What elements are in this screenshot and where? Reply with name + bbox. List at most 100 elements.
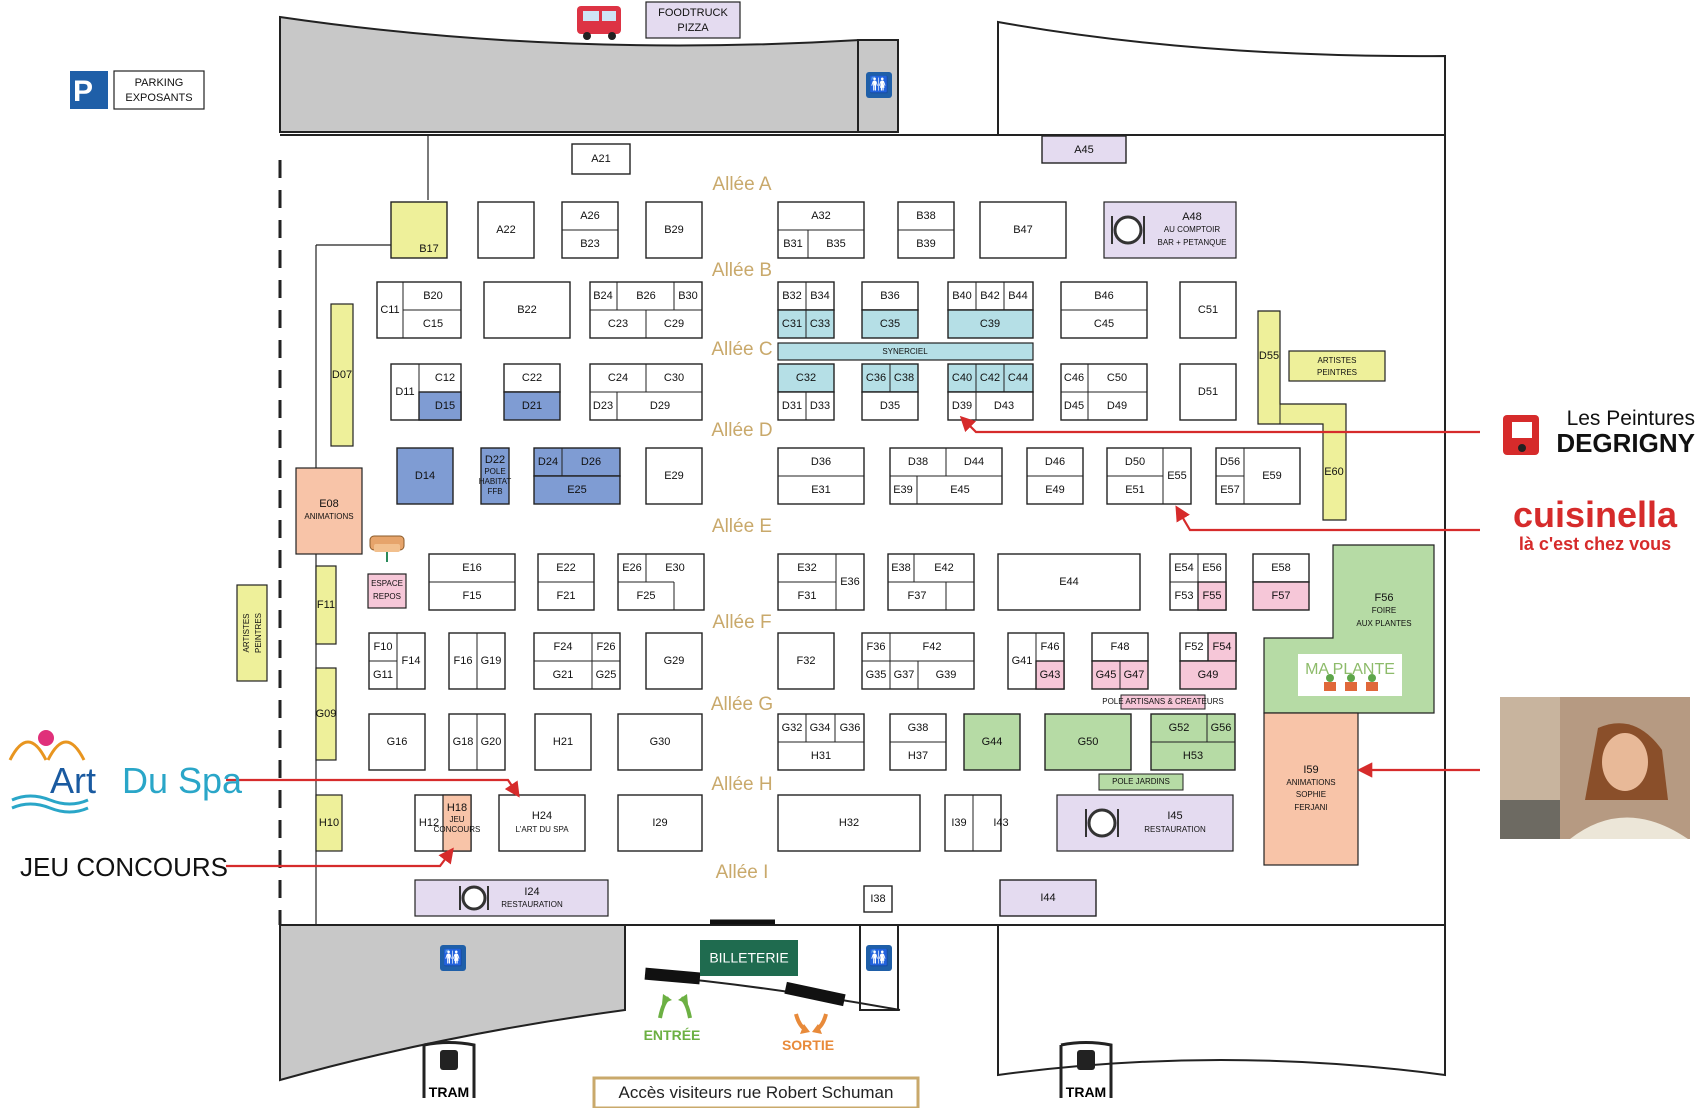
- degrigny-label: Les Peintures: [1567, 407, 1695, 430]
- stand-label: G44: [982, 736, 1003, 748]
- stand-label: D46: [1045, 456, 1065, 468]
- sponsor-artduspa: Art Du Spa: [8, 730, 243, 814]
- stand-label: D23: [593, 400, 613, 412]
- stand-label: C33: [810, 318, 830, 330]
- f56-label: FOIRE: [1372, 606, 1396, 615]
- stand-label: D36: [811, 456, 831, 468]
- stand-label: C45: [1094, 318, 1114, 330]
- stand-label: H12: [419, 817, 439, 829]
- stand-label: G09: [316, 708, 337, 720]
- alley-labels: Allée A Allée B Allée C Allée D Allée E …: [711, 174, 773, 883]
- stand-label: D51: [1198, 386, 1218, 398]
- stand-label: G56: [1211, 722, 1232, 734]
- stand-label: A45: [1074, 144, 1094, 156]
- wc-icon: 🚻: [440, 945, 466, 971]
- f56-label: AUX PLANTES: [1356, 619, 1411, 628]
- stand-label: B24: [593, 290, 613, 302]
- sponsor-degrigny: Les Peintures DEGRIGNY: [1503, 407, 1695, 458]
- stand-label: D15: [435, 400, 455, 412]
- stand-label: D49: [1107, 400, 1127, 412]
- stand-label: C42: [980, 372, 1000, 384]
- stand-label: A32: [811, 210, 831, 222]
- i59-label: SOPHIE: [1296, 790, 1326, 799]
- d22-label: POLE: [484, 467, 505, 476]
- i45-label: I45: [1167, 810, 1182, 822]
- stand-label: F52: [1185, 641, 1204, 653]
- stand-label: F32: [797, 655, 816, 667]
- artistes-right-label: PEINTRES: [1317, 368, 1357, 377]
- stand-label: F36: [867, 641, 886, 653]
- stand-label: I38: [870, 893, 885, 905]
- a48-label: AU COMPTOIR: [1164, 225, 1221, 234]
- sofa-icon: [369, 535, 405, 562]
- stand-label: D45: [1064, 400, 1084, 412]
- wc-icon: 🚻: [866, 72, 892, 98]
- ma-plante-label: MA PLANTE: [1305, 661, 1395, 678]
- foodtruck-label: PIZZA: [677, 22, 709, 34]
- exit-arrow-icon: [794, 1013, 828, 1034]
- stand-label: H53: [1183, 750, 1203, 762]
- stand-label: F31: [798, 590, 817, 602]
- stand-label: D26: [581, 456, 601, 468]
- stand-label: C35: [880, 318, 900, 330]
- stand-label: B46: [1094, 290, 1114, 302]
- entree-label: ENTRÉE: [644, 1027, 701, 1043]
- stand-label: C31: [782, 318, 802, 330]
- billeterie-label: BILLETERIE: [709, 950, 788, 966]
- stand-label: B30: [678, 290, 698, 302]
- stand-label: G39: [936, 669, 957, 681]
- stand-label: D14: [415, 470, 435, 482]
- stand-label: E26: [622, 562, 642, 574]
- stand-label: D33: [810, 400, 830, 412]
- h24-label: L'ART DU SPA: [515, 825, 569, 834]
- d22-label: FFB: [487, 487, 502, 496]
- i24-label: I24: [524, 886, 539, 898]
- stand-label: F24: [554, 641, 573, 653]
- stand-label: D38: [908, 456, 928, 468]
- stand-label: D56: [1220, 456, 1240, 468]
- stand-label: D11: [395, 386, 414, 398]
- stand-label: F54: [1213, 641, 1232, 653]
- annotation-arrows: [226, 415, 1480, 868]
- stand-label: G21: [553, 669, 574, 681]
- stand-label: D07: [332, 369, 352, 381]
- acces-box: [592, 1076, 920, 1108]
- stand-label: G45: [1096, 669, 1117, 681]
- tram-icon: [422, 1041, 476, 1098]
- stand-label: E39: [893, 484, 913, 496]
- stand-label: B22: [517, 304, 537, 316]
- stand-label: G32: [782, 722, 803, 734]
- parking-label: EXPOSANTS: [125, 92, 192, 104]
- i24-label: RESTAURATION: [501, 900, 563, 909]
- stand-label: B39: [916, 238, 936, 250]
- sponsor-cuisinella: cuisinella là c'est chez vous: [1513, 494, 1678, 554]
- alley-i: Allée I: [716, 862, 769, 883]
- stand-label: C38: [894, 372, 914, 384]
- foodtruck: FOODTRUCK PIZZA: [577, 1, 741, 40]
- stand-label: G38: [908, 722, 929, 734]
- wc-icon: 🚻: [866, 945, 892, 971]
- stand-label: B47: [1013, 224, 1033, 236]
- stand-label: F16: [454, 655, 473, 667]
- stand-label: F11: [317, 599, 335, 611]
- stand-label: B23: [580, 238, 600, 250]
- stand-label: E51: [1125, 484, 1145, 496]
- i59-label: ANIMATIONS: [1286, 778, 1335, 787]
- stand-label: B36: [880, 290, 900, 302]
- stand-label: E49: [1045, 484, 1065, 496]
- foodtruck-label: FOODTRUCK: [658, 7, 728, 19]
- stand-label: C32: [796, 372, 816, 384]
- portrait-photo: [1500, 697, 1690, 839]
- stand-label: E16: [462, 562, 482, 574]
- stand-label: G35: [866, 669, 887, 681]
- e08-label: ANIMATIONS: [304, 512, 353, 521]
- stand-label: I29: [652, 817, 667, 829]
- artduspa-label: Du Spa: [122, 760, 243, 801]
- stand-label: G18: [453, 736, 474, 748]
- stand-label: E59: [1262, 470, 1282, 482]
- degrigny-label: DEGRIGNY: [1556, 428, 1695, 458]
- stand-label: A26: [580, 210, 600, 222]
- stand-label: E30: [665, 562, 685, 574]
- stand-label: H31: [811, 750, 831, 762]
